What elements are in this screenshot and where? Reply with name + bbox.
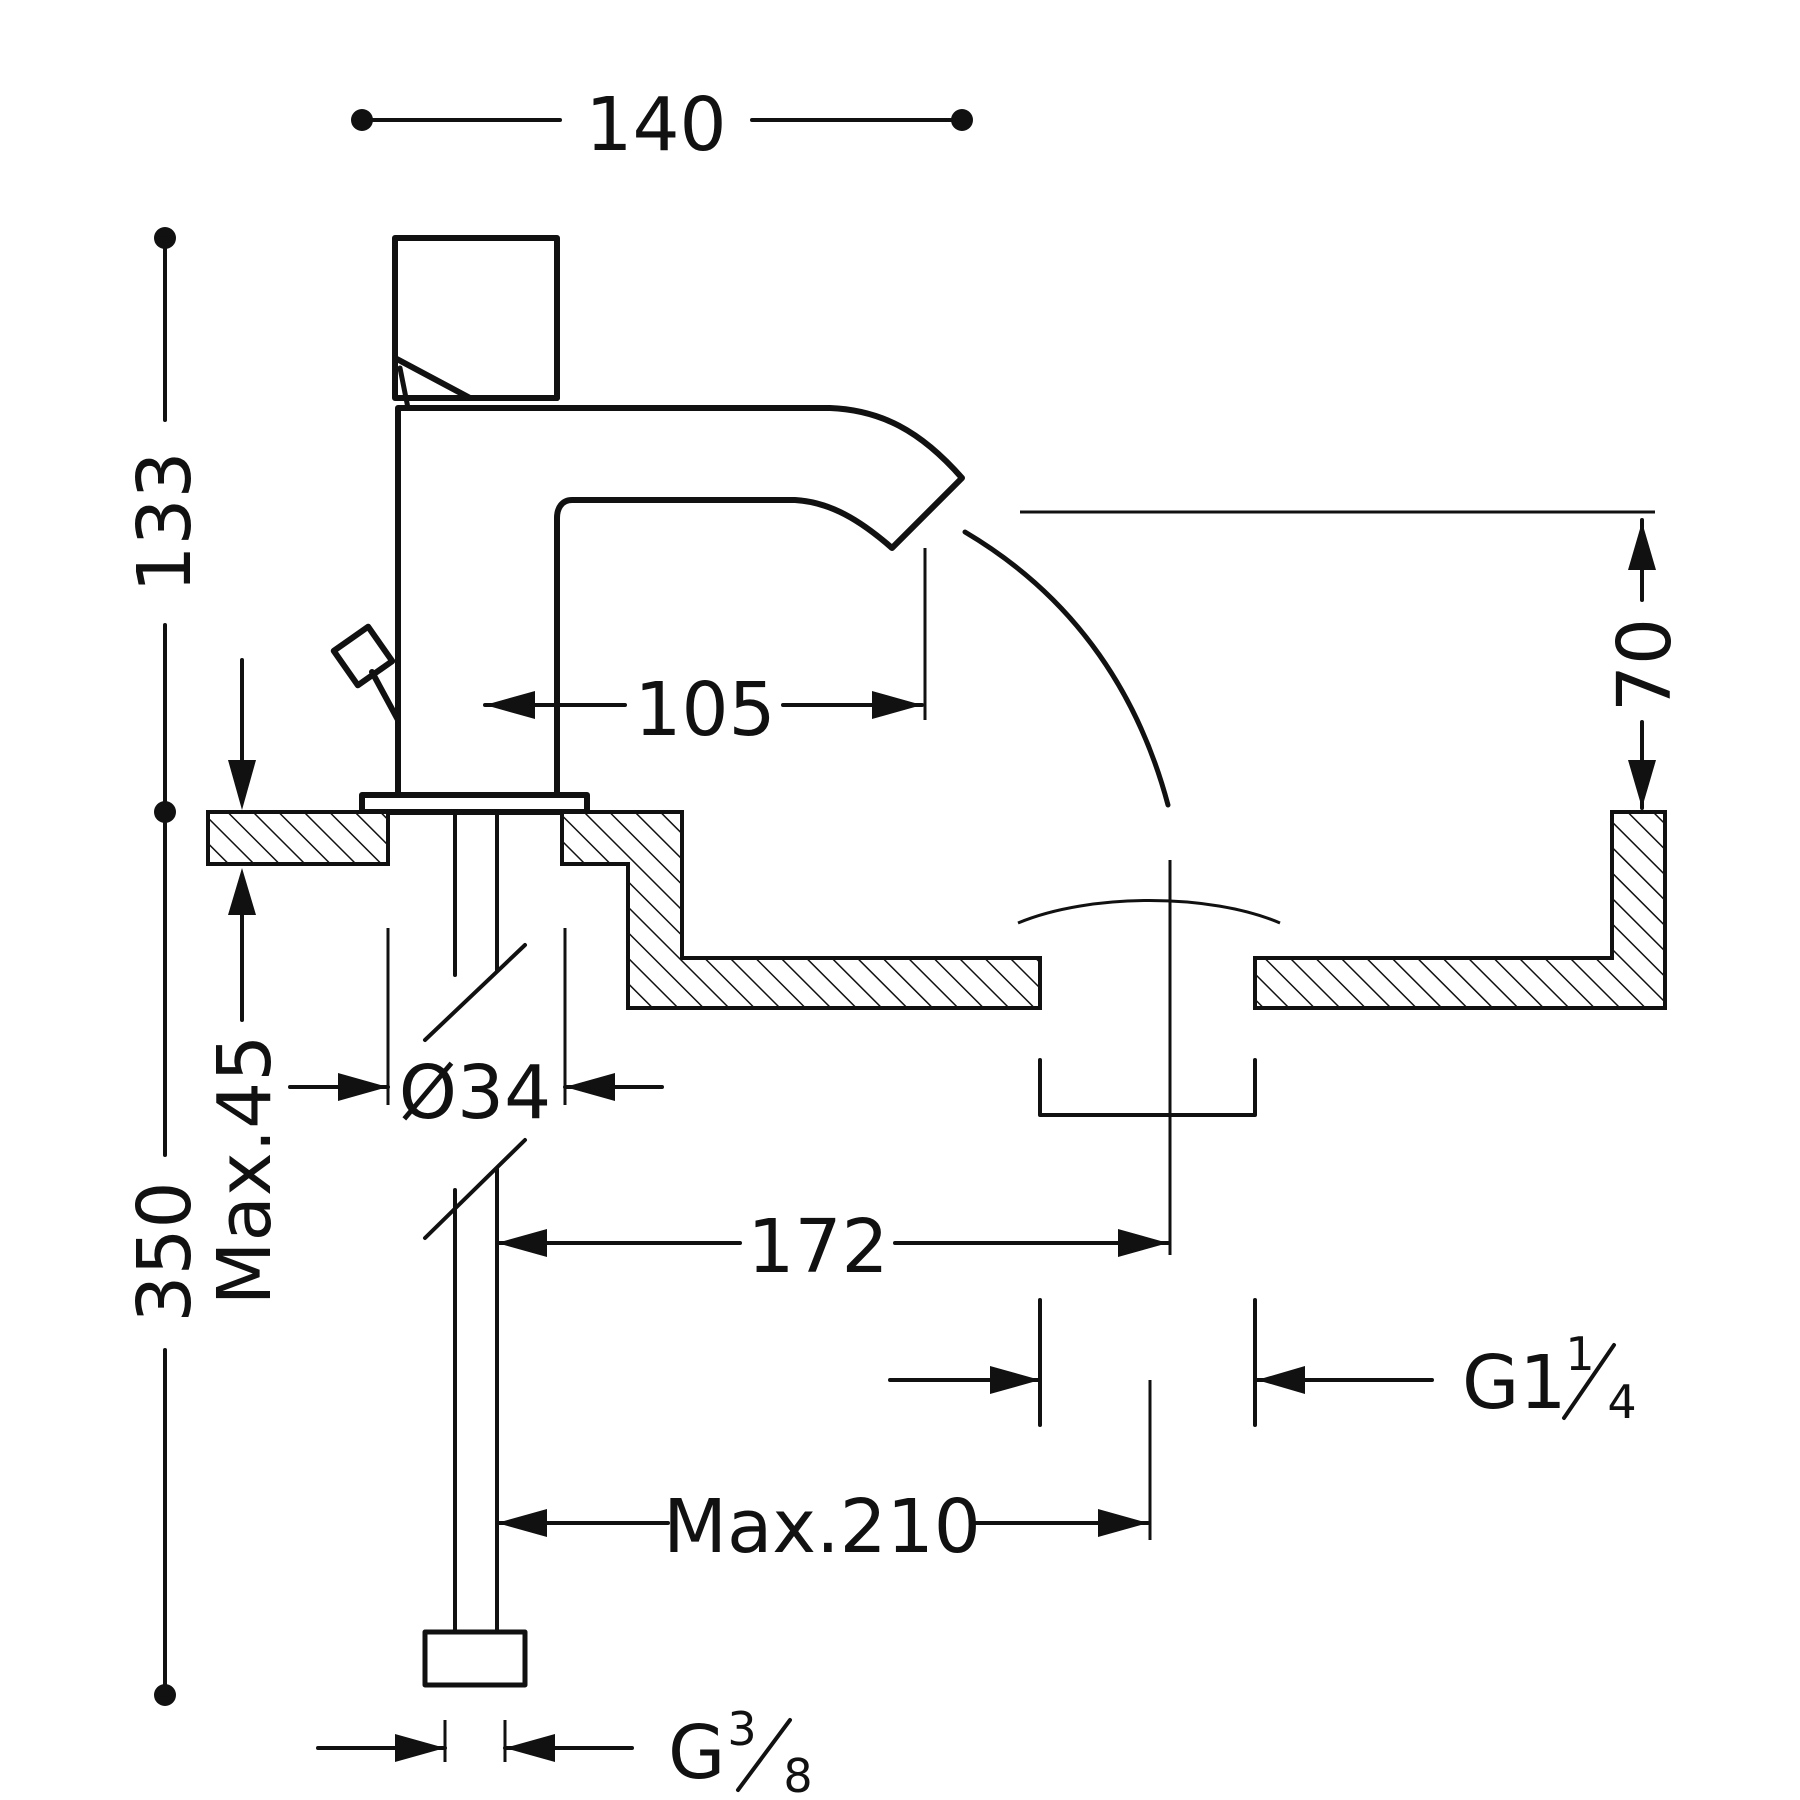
fraction-numerator: 1 xyxy=(1565,1327,1594,1381)
faucet-body xyxy=(395,405,965,798)
base-plate xyxy=(359,792,590,815)
dim-label-172: 172 xyxy=(747,1204,888,1290)
dim-max-thickness: Max.45 xyxy=(202,658,288,1306)
fraction-numerator: 3 xyxy=(727,1702,756,1756)
water-stream xyxy=(962,529,1171,808)
dim-label-g1: G1 xyxy=(1462,1340,1566,1426)
dim-label-g: G xyxy=(668,1710,725,1796)
dim-spout-height: 70 xyxy=(1020,510,1688,810)
fraction-denominator: 4 xyxy=(1607,1375,1636,1429)
dim-label-350: 350 xyxy=(122,1181,208,1322)
dim-label-140: 140 xyxy=(585,82,726,168)
basin-right xyxy=(1253,810,1667,1010)
lever-handle xyxy=(392,235,560,401)
dim-label-70: 70 xyxy=(1602,618,1688,712)
dim-max-distance: Max.210 xyxy=(495,1484,1150,1570)
dim-hole-diameter: Ø34 xyxy=(288,928,664,1136)
basin-left xyxy=(560,810,1042,1010)
dim-height-left: 133 350 xyxy=(122,227,208,1706)
fraction-denominator: 8 xyxy=(783,1749,812,1800)
dim-label-max210: Max.210 xyxy=(663,1484,981,1570)
dim-width-top: 140 xyxy=(351,82,973,168)
counter-section xyxy=(206,810,1667,1010)
faucet xyxy=(330,235,965,815)
supply-hose xyxy=(422,810,528,1688)
dim-waste-thread: G1 1 4 xyxy=(888,1327,1637,1429)
dim-supply-thread: G 3 8 xyxy=(316,1702,813,1800)
dim-label-133: 133 xyxy=(122,451,208,592)
dim-spout-reach: 105 xyxy=(483,548,927,753)
waste-drain xyxy=(1017,860,1281,1540)
dim-waste-distance: 172 xyxy=(495,1204,1170,1290)
dim-label-max45: Max.45 xyxy=(202,1035,288,1306)
dim-label-diameter: Ø34 xyxy=(399,1050,551,1136)
popup-knob xyxy=(330,623,401,723)
dim-label-105: 105 xyxy=(634,667,775,753)
hose-connector xyxy=(422,1629,528,1688)
deck-left xyxy=(206,810,390,866)
